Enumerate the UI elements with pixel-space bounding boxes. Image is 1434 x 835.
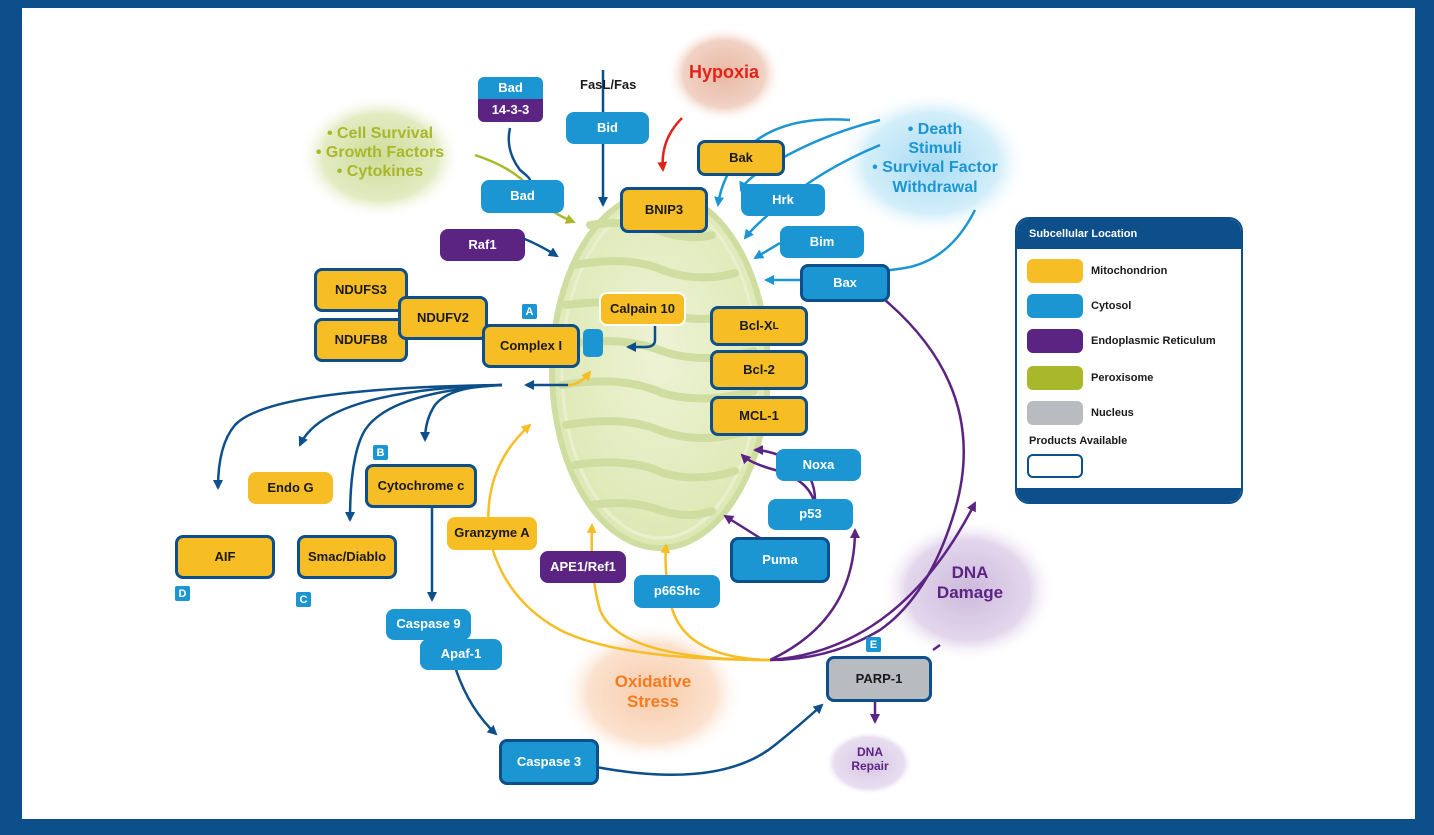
cell-survival-line-3: • Cytokines [336, 163, 424, 181]
apaf-1-node[interactable]: Apaf-1 [420, 639, 502, 670]
cell-survival-line-2: • Growth Factors [315, 144, 445, 162]
fourteen-3-3-node[interactable]: 14-3-3 [478, 99, 543, 122]
death-stimuli-label: • Death Stimuli • Survival Factor Withdr… [850, 120, 1020, 197]
dna-repair-line-1: DNA [857, 745, 883, 759]
complex-i-marker [583, 329, 603, 357]
mcl-1-node[interactable]: MCL-1 [710, 396, 808, 436]
death-stimuli-cloud [836, 91, 1028, 235]
tag-c: C [296, 592, 311, 607]
ndufb8-node[interactable]: NDUFB8 [314, 318, 408, 362]
bax-node[interactable]: Bax [800, 264, 890, 302]
cell-survival-line-1: • Cell Survival [326, 125, 434, 142]
legend-label-peroxisome: Peroxisome [1091, 372, 1154, 384]
tag-d: D [175, 586, 190, 601]
legend-swatch-peroxisome [1027, 366, 1083, 390]
bcl-xl-subscript: L [772, 320, 779, 332]
dna-repair-cloud [825, 731, 913, 795]
dna-repair-line-2: Repair [851, 759, 889, 774]
legend-swatch-cytosol [1027, 294, 1083, 318]
bnip3-node[interactable]: BNIP3 [620, 187, 708, 233]
puma-node[interactable]: Puma [730, 537, 830, 583]
granzyme-a-node[interactable]: Granzyme A [447, 517, 537, 550]
legend-box: Subcellular Location Mitochondrion Cytos… [1015, 217, 1243, 504]
legend-label-nucleus: Nucleus [1091, 407, 1134, 419]
tag-a: A [522, 304, 537, 319]
legend-item-nucleus: Nucleus [1027, 401, 1134, 425]
smac-diablo-node[interactable]: Smac/Diablo [297, 535, 397, 579]
legend-swatch-nucleus [1027, 401, 1083, 425]
legend-footer [1017, 488, 1241, 502]
dna-damage-line-1: DNA [951, 563, 989, 582]
fasl-fas-label: FasL/Fas [580, 77, 637, 92]
p66shc-node[interactable]: p66Shc [634, 575, 720, 608]
parp-1-node[interactable]: PARP-1 [826, 656, 932, 702]
legend-label-mitochondrion: Mitochondrion [1091, 265, 1168, 277]
complex-i-node[interactable]: Complex I [482, 324, 580, 368]
raf1-node[interactable]: Raf1 [440, 229, 525, 261]
ndufv2-node[interactable]: NDUFV2 [398, 296, 488, 340]
bcl-2-node[interactable]: Bcl-2 [710, 350, 808, 390]
legend-swatch-er [1027, 329, 1083, 353]
bim-node[interactable]: Bim [780, 226, 864, 258]
death-stimuli-line-2: Stimuli [908, 140, 962, 158]
dna-damage-line-2: Damage [936, 583, 1004, 603]
oxidative-line-1: Oxidative [614, 672, 692, 691]
legend-swatch-mitochondrion [1027, 259, 1083, 283]
caspase-3-node[interactable]: Caspase 3 [499, 739, 599, 785]
dna-damage-cloud [880, 518, 1056, 662]
tag-b: B [373, 445, 388, 460]
cytochrome-c-node[interactable]: Cytochrome c [365, 464, 477, 508]
noxa-node[interactable]: Noxa [776, 449, 861, 481]
oxidative-line-2: Stress [627, 692, 679, 712]
legend-item-cytosol: Cytosol [1027, 294, 1131, 318]
bak-node[interactable]: Bak [697, 140, 785, 176]
p53-node[interactable]: p53 [768, 499, 853, 530]
tag-e: E [866, 637, 881, 652]
legend-products-label: Products Available [1029, 435, 1128, 447]
legend-title: Subcellular Location [1017, 219, 1241, 249]
hypoxia-label: Hypoxia [688, 62, 760, 82]
oxidative-stress-label: Oxidative Stress [598, 672, 708, 713]
hrk-node[interactable]: Hrk [741, 184, 825, 216]
dna-repair-label: DNA Repair [840, 745, 900, 774]
dna-damage-label: DNA Damage [920, 563, 1020, 604]
ndufs3-node[interactable]: NDUFS3 [314, 268, 408, 312]
calpain-10-node[interactable]: Calpain 10 [599, 292, 686, 326]
legend-label-er: Endoplasmic Reticulum [1091, 335, 1216, 347]
legend-item-peroxisome: Peroxisome [1027, 366, 1153, 390]
aif-node[interactable]: AIF [175, 535, 275, 579]
death-stimuli-line-1: • Death [907, 121, 963, 138]
ape1-ref1-node[interactable]: APE1/Ref1 [540, 551, 626, 583]
legend-swatch-products [1027, 454, 1083, 478]
legend-item-er: Endoplasmic Reticulum [1027, 329, 1216, 353]
legend-label-cytosol: Cytosol [1091, 300, 1132, 312]
bid-node[interactable]: Bid [566, 112, 649, 144]
death-stimuli-line-3: • Survival Factor [872, 159, 998, 177]
bottom-bar [0, 819, 1434, 835]
cell-survival-cloud [298, 95, 462, 219]
hypoxia-cloud [666, 26, 782, 122]
bad-node[interactable]: Bad [481, 180, 564, 213]
bad-14-3-3-top[interactable]: Bad [478, 77, 543, 99]
bcl-xl-label: Bcl-X [739, 317, 773, 333]
endo-g-node[interactable]: Endo G [248, 472, 333, 504]
cell-survival-label: • Cell Survival • Growth Factors • Cytok… [300, 124, 460, 182]
caspase-9-node[interactable]: Caspase 9 [386, 609, 471, 640]
legend-item-mitochondrion: Mitochondrion [1027, 259, 1167, 283]
death-stimuli-line-4: Withdrawal [892, 178, 978, 196]
